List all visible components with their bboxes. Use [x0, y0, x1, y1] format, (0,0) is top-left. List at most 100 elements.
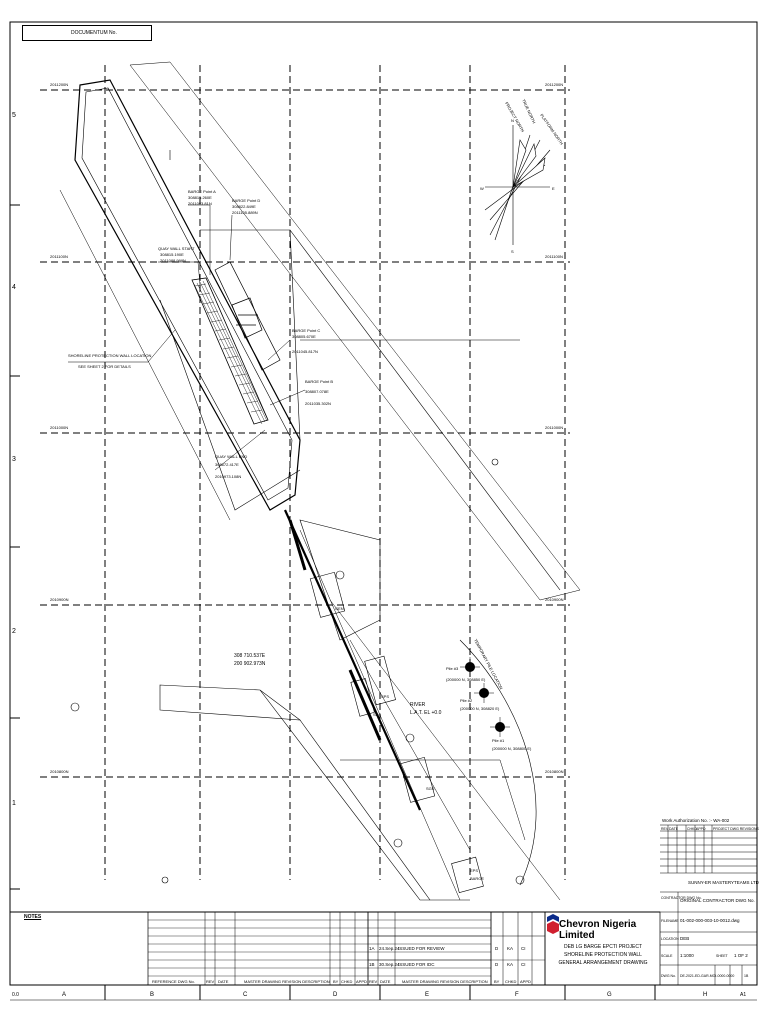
row-number-2: 2 — [12, 628, 16, 635]
true-north-label: TRUE NORTH — [521, 98, 537, 124]
column-ticks — [104, 985, 656, 1000]
barge-structure — [214, 261, 281, 371]
sps-label: SPS — [381, 694, 389, 699]
row-number-4: 4 — [12, 284, 16, 291]
rev-header: APPD — [356, 979, 367, 984]
barge-point-c-north: 2011045.817N — [292, 349, 318, 354]
pile-1-label: Pile #1 — [492, 738, 505, 743]
rev-header: BY — [494, 979, 500, 984]
rev-header: MASTER DRAWING REVISION DESCRIPTION — [402, 979, 488, 984]
filename-label: FILENAME — [661, 919, 679, 923]
northing-label: 2011100N — [50, 254, 68, 259]
northing-label: 2011200N — [545, 82, 563, 87]
grid-lines-horizontal — [40, 89, 570, 778]
rev-row-by: D — [495, 962, 499, 967]
chevron-logo-icon — [547, 914, 559, 934]
contractor-dwg-value: ORIGINAL CONTRACTOR DWG No. — [680, 898, 755, 903]
barge-point-d-east: 308822.849E — [232, 204, 256, 209]
rev-header: REV — [369, 979, 378, 984]
col-letter-c: C — [243, 992, 248, 998]
platform-north-label: PLATFORM NORTH — [539, 113, 564, 146]
col-letter-f: F — [515, 992, 519, 998]
row-ticks — [10, 204, 20, 890]
filename-value: 01-002-000-003-10-0012.dwg — [680, 918, 740, 923]
rev-row-chkd: KA — [507, 962, 513, 967]
company-brand: Chevron Nigeria Limited — [545, 914, 657, 941]
barge-point-c-east: 308805.670E — [292, 334, 316, 339]
rev-header: APPD — [520, 979, 531, 984]
barge-point-d-north: 2011105.889N — [232, 210, 258, 215]
sps-label: SPS — [373, 712, 381, 717]
rev-row-appd: CI — [521, 946, 526, 951]
shoreline-note: SHORELINE PROTECTION WALL LOCATION — [68, 353, 152, 358]
tb-rev-header: DATE — [669, 827, 679, 831]
tb-rev-header: REV — [661, 827, 669, 831]
col-letter-a: A — [62, 992, 66, 998]
northing-label: 2011000N — [545, 425, 563, 430]
sheet-border — [9, 21, 758, 986]
project-title: DEB LG BARGE EPCTI PROJECT SHORELINE PRO… — [548, 943, 658, 967]
company-name: Chevron Nigeria Limited — [559, 919, 637, 941]
temp-pile-location: TEMPORARY PILE LOCATION — [473, 638, 504, 690]
tb-rev-header: PROJECT DWG REVISIONS — [713, 827, 759, 831]
rev-header: DATE — [380, 979, 391, 984]
eps-label: EPS — [470, 868, 478, 873]
northing-label: 2010900N — [50, 597, 69, 602]
gen-label: GEN — [335, 606, 344, 611]
barge-point-b-east: 308807.078E — [305, 389, 329, 394]
pile-3-label: Pile #3 — [446, 666, 459, 671]
rev-header: BY — [333, 979, 339, 984]
corner-right-label: A1 — [740, 992, 746, 998]
barge-point-c-title: BARGE Point C — [292, 328, 320, 333]
barge-point-b-title: BARGE Point B — [305, 379, 333, 384]
rev-header: MASTER DRAWING REVISION DESCRIPTION — [244, 979, 330, 984]
row-number-3: 3 — [12, 456, 16, 463]
project-title-line: GENERAL ARRANGEMENT DRAWING — [558, 960, 648, 966]
quay-wall-start-east: 308815.190E — [160, 252, 184, 257]
title-block-grid — [660, 824, 757, 985]
contractor-name: SUNNY-ER MASTERYTEAMS LTD — [688, 880, 760, 885]
river-datum: L.A.T. EL +0.0 — [410, 710, 442, 716]
scale-label: SCALE — [661, 954, 673, 958]
west-letter: W — [480, 186, 484, 191]
contractor-dwg-label: CONTRACTOR DWG No. — [661, 896, 702, 900]
tb-rev-header: CHKD — [687, 827, 697, 831]
col-letter-h: H — [703, 992, 707, 998]
plan-labels: BARGE Point A 308815.260E 2011083.81N BA… — [68, 189, 532, 881]
north-letter: N — [511, 118, 514, 123]
northing-label: 2011100N — [545, 254, 563, 259]
site-equipment — [309, 571, 484, 893]
barge-point-a-east: 308815.260E — [188, 195, 212, 200]
barge-label: BARGE — [470, 876, 484, 881]
northing-label: 2011000N — [50, 425, 68, 430]
dwg-no-label: DWG No. — [661, 974, 676, 978]
documentum-number-box: DOCUMENTUM No. — [22, 25, 152, 41]
rev-row-desc: ISSUED FOR IDC — [398, 962, 435, 967]
rev-row-rev: 1A — [369, 946, 375, 951]
coord-east: 308 710.537E — [234, 653, 266, 659]
barge-point-b-north: 2011035.302N — [305, 401, 331, 406]
quay-wall-start-title: QUAY WALL START — [158, 246, 195, 251]
scale-value: 1:1000 — [680, 953, 694, 958]
row-number-1: 1 — [12, 800, 16, 807]
northing-label: 2010800N — [545, 769, 564, 774]
rev-header: CHKD — [341, 979, 352, 984]
sgs-label: SGS — [426, 786, 435, 791]
sheet-label: SHEET — [716, 954, 729, 958]
north-arrow-icon — [484, 125, 551, 245]
rev-header: DATE — [218, 979, 229, 984]
east-letter: E — [552, 186, 555, 191]
barge-point-a-title: BARGE Point A — [188, 189, 216, 194]
pile-2-coord: (200000 N, 308820 E) — [460, 706, 500, 711]
location-value: DEB — [680, 936, 689, 941]
pipeline — [283, 509, 461, 901]
pile-2-label: Pile #2 — [460, 698, 473, 703]
project-north-label: PROJECT NORTH — [504, 101, 525, 133]
sheet-value: 1 OF 2 — [734, 953, 748, 958]
documentum-label: DOCUMENTUM No. — [71, 30, 117, 36]
col-letter-e: E — [425, 992, 429, 998]
row-number-5: 5 — [12, 112, 16, 119]
south-letter: S — [511, 249, 514, 254]
pile-1-coord: (200000 N, 308800 E) — [492, 746, 532, 751]
